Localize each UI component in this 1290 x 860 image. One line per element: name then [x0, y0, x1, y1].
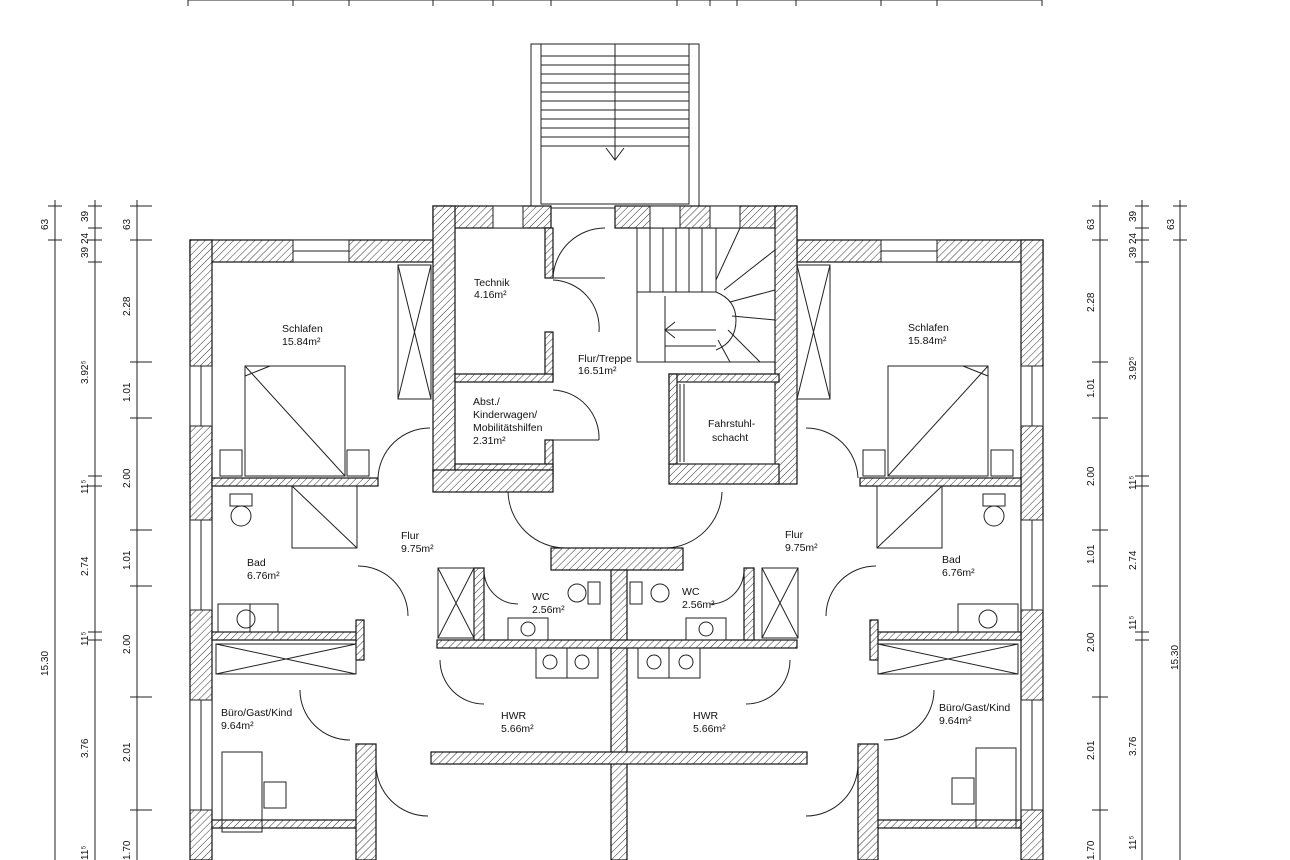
- room-flur-left-area: 9.75m²: [401, 543, 434, 555]
- dim-right-201: 2.01: [1086, 740, 1097, 760]
- room-hwr-right-area: 5.66m²: [693, 723, 726, 735]
- room-wc-left-area: 2.56m²: [532, 604, 565, 616]
- room-flur-right-area: 9.75m²: [785, 542, 818, 554]
- room-technik-name: Technik: [474, 277, 510, 289]
- room-hwr-right-name: HWR: [693, 710, 718, 722]
- windows: [189, 205, 1044, 811]
- dim-right-1530: 15.30: [1170, 645, 1181, 670]
- room-schlafen-left-area: 15.84m²: [282, 336, 321, 348]
- room-bad-right-name: Bad: [942, 554, 961, 566]
- dim-right-115b: 11⁵: [1128, 615, 1139, 630]
- interior-walls: [211, 227, 1022, 860]
- top-dimension-ticks: [187, 0, 1043, 6]
- dim-left-115c: 11⁵: [80, 845, 91, 860]
- external-staircase: [530, 43, 700, 209]
- dim-left-201: 2.01: [122, 742, 133, 762]
- room-bad-left-area: 6.76m²: [247, 570, 280, 582]
- dim-right-24: 24: [1128, 232, 1139, 244]
- dim-left-228: 2.28: [122, 296, 133, 316]
- room-abst-area: 2.31m²: [473, 435, 506, 447]
- dim-left-115a: 11⁵: [80, 479, 91, 494]
- dim-right-39: 39: [1128, 246, 1139, 258]
- room-buero-right-name: Büro/Gast/Kind: [939, 702, 1010, 714]
- dim-right-101b: 1.01: [1086, 544, 1097, 564]
- room-flur-left-name: Flur: [401, 530, 420, 542]
- dim-right-200a: 2.00: [1086, 466, 1097, 486]
- dim-left-101a: 1.01: [122, 382, 133, 402]
- dim-left-200b: 2.00: [122, 634, 133, 654]
- room-hwr-left-area: 5.66m²: [501, 723, 534, 735]
- dim-right-170: 1.70: [1086, 840, 1097, 860]
- bathroom-fixtures: [217, 485, 1019, 679]
- dim-left-115b: 11⁵: [80, 631, 91, 646]
- dim-right-376: 3.76: [1128, 736, 1139, 756]
- room-fahrstuhl-line2: schacht: [712, 432, 748, 444]
- dim-right-274: 2.74: [1128, 550, 1139, 570]
- room-abst-line3: Mobilitätshilfen: [473, 422, 543, 434]
- dim-left-200a: 2.00: [122, 468, 133, 488]
- dim-left-24: 24: [80, 232, 91, 244]
- dim-right-228: 2.28: [1086, 292, 1097, 312]
- right-dimension-lines: [1092, 200, 1187, 860]
- dim-left-274: 2.74: [80, 556, 91, 576]
- room-schlafen-right-name: Schlafen: [908, 322, 949, 334]
- room-schlafen-left-name: Schlafen: [282, 323, 323, 335]
- room-abst-line1: Abst./: [473, 396, 500, 408]
- right-dimension-labels: 63 2.28 1.01 2.00 1.01 2.00 2.01 1.70 39…: [1086, 210, 1181, 860]
- room-schlafen-right-area: 15.84m²: [908, 335, 947, 347]
- dim-left-170: 1.70: [122, 840, 133, 860]
- dim-right-392: 3.92⁵: [1128, 356, 1139, 380]
- room-buero-left-area: 9.64m²: [221, 720, 254, 732]
- dim-right-39b: 39: [1128, 210, 1139, 222]
- dim-right-115c: 11⁵: [1128, 835, 1139, 850]
- left-dimension-labels: 63 39 24 39 63 2.28 3.92⁵ 1.01 11⁵ 2.00 …: [40, 210, 133, 860]
- desks: [221, 747, 1017, 833]
- room-flur-right-name: Flur: [785, 529, 804, 541]
- room-fahrstuhl-line1: Fahrstuhl-: [708, 418, 756, 430]
- dim-left-376: 3.76: [80, 738, 91, 758]
- room-wc-right-area: 2.56m²: [682, 599, 715, 611]
- dim-left-101b: 1.01: [122, 550, 133, 570]
- room-wc-right-name: WC: [682, 586, 700, 598]
- dim-left-39b: 39: [80, 210, 91, 222]
- room-labels: Technik 4.16m² Flur/Treppe 16.51m² Abst.…: [221, 277, 1010, 735]
- room-technik-area: 4.16m²: [474, 289, 507, 301]
- wardrobes: [215, 264, 1019, 675]
- room-hwr-left-name: HWR: [501, 710, 526, 722]
- left-dimension-lines: [48, 200, 152, 860]
- dim-left-1530: 15.30: [40, 651, 51, 676]
- dim-right-63b: 63: [1166, 218, 1177, 230]
- door-swings: [299, 227, 935, 817]
- room-buero-left-name: Büro/Gast/Kind: [221, 707, 292, 719]
- inner-staircase: [636, 227, 776, 363]
- room-abst-line2: Kinderwagen/: [473, 409, 537, 421]
- room-flur-treppe-area: 16.51m²: [578, 365, 617, 377]
- room-flur-treppe-name: Flur/Treppe: [578, 353, 632, 365]
- dim-right-101a: 1.01: [1086, 378, 1097, 398]
- dim-left-63b: 63: [122, 218, 133, 230]
- room-bad-right-area: 6.76m²: [942, 567, 975, 579]
- dim-left-392: 3.92⁵: [80, 360, 91, 384]
- room-wc-left-name: WC: [532, 591, 550, 603]
- dim-left-39: 39: [80, 246, 91, 258]
- beds: [219, 365, 1014, 477]
- room-bad-left-name: Bad: [247, 557, 266, 569]
- dim-right-200b: 2.00: [1086, 632, 1097, 652]
- dim-right-63a: 63: [1086, 218, 1097, 230]
- room-buero-right-area: 9.64m²: [939, 715, 972, 727]
- elevator-shaft: [676, 381, 776, 465]
- dim-right-115a: 11⁵: [1128, 475, 1139, 490]
- dim-left-63a: 63: [40, 218, 51, 230]
